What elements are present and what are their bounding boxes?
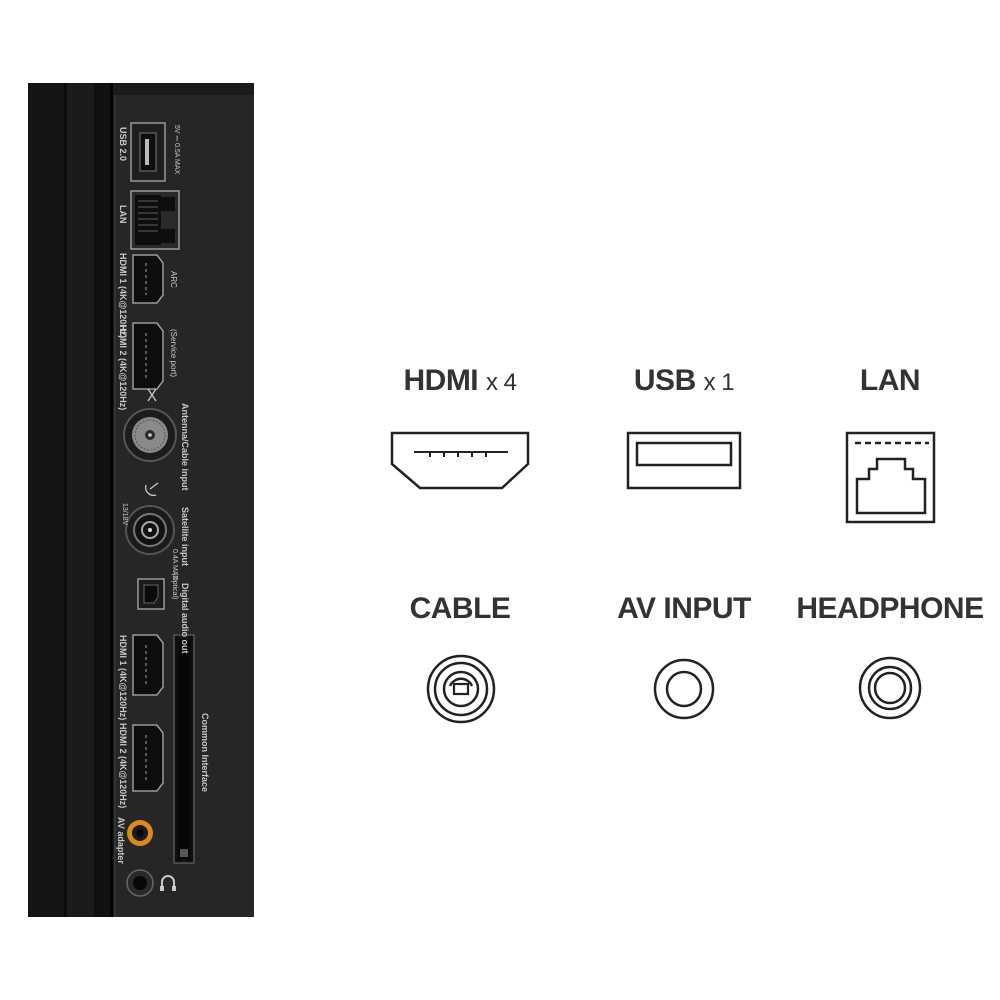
panel-usb-port bbox=[130, 122, 166, 182]
ethernet-port-icon bbox=[845, 431, 936, 524]
port-panel-illustration bbox=[28, 83, 254, 917]
panel-label-hdmi1-bottom: HDMI 1 (4K@120Hz) bbox=[118, 635, 128, 721]
panel-optical-port bbox=[137, 578, 165, 610]
panel-label-usb-rating: 5V ⎓ 0.5A MAX bbox=[173, 125, 180, 175]
panel-label-sat-rating-1: 13/18V bbox=[121, 503, 128, 526]
av-input-heading: AV INPUT bbox=[617, 592, 751, 625]
headphone-jack-icon bbox=[858, 656, 922, 720]
panel-antenna-connector bbox=[123, 408, 177, 462]
panel-satellite-symbol bbox=[145, 482, 159, 496]
panel-label-antenna: Antenna/Cable input bbox=[180, 403, 190, 491]
tv-port-panel: USB 2.0 5V ⎓ 0.5A MAX LAN HDMI 1 (4K@120… bbox=[28, 83, 254, 917]
panel-antenna-symbol bbox=[147, 388, 157, 402]
hdmi-port-icon bbox=[390, 431, 530, 490]
panel-label-hdmi2-bottom: HDMI 2 (4K@120Hz) bbox=[118, 723, 128, 809]
panel-label-lan: LAN bbox=[118, 205, 128, 224]
panel-hdmi2-top-port bbox=[132, 322, 164, 390]
panel-label-av-adapter: AV adapter bbox=[116, 817, 126, 864]
panel-hdmi1-top-port bbox=[132, 254, 164, 304]
usb-count: x 1 bbox=[703, 369, 735, 396]
av-jack-icon bbox=[653, 658, 715, 720]
coax-connector-icon bbox=[426, 654, 496, 724]
panel-label-optical: (Optical) bbox=[171, 573, 178, 600]
panel-satellite-connector bbox=[125, 505, 175, 555]
panel-label-digital-audio: Digital audio out bbox=[180, 583, 190, 654]
hdmi-heading: HDMI x 4 bbox=[360, 364, 560, 398]
panel-headphone-jack bbox=[126, 869, 176, 897]
panel-hdmi2-bottom-port bbox=[132, 724, 164, 792]
usb-name: USB bbox=[633, 364, 696, 397]
lan-heading: LAN bbox=[859, 364, 921, 397]
hdmi-name: HDMI bbox=[403, 364, 479, 397]
panel-label-hdmi2-top: HDMI 2 (4K@120Hz) bbox=[118, 325, 128, 411]
usb-heading: USB x 1 bbox=[584, 364, 784, 398]
headphone-heading: HEADPHONE bbox=[796, 592, 984, 625]
panel-label-satellite: Satellite input bbox=[180, 507, 190, 567]
panel-label-arc: ARC bbox=[169, 271, 178, 288]
usb-port-icon bbox=[626, 431, 742, 490]
panel-hdmi1-bottom-port bbox=[132, 634, 164, 696]
hdmi-count: x 4 bbox=[485, 369, 517, 396]
panel-av-jack bbox=[127, 820, 153, 846]
panel-ci-slot bbox=[173, 634, 195, 864]
cable-heading: CABLE bbox=[409, 592, 511, 625]
panel-lan-port bbox=[130, 190, 180, 250]
panel-label-service: (Service port) bbox=[169, 329, 178, 378]
panel-label-usb: USB 2.0 bbox=[118, 127, 128, 162]
panel-label-common-interface: Common Interface bbox=[200, 713, 210, 793]
